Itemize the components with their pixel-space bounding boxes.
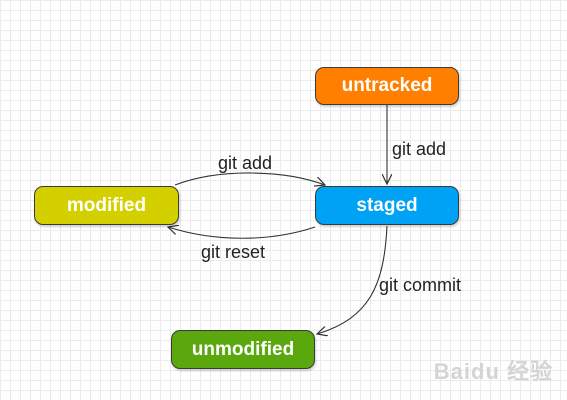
node-staged[interactable]: staged bbox=[315, 186, 459, 225]
edge-label-git-commit: git commit bbox=[379, 275, 462, 295]
watermark-logo: Baidu 经验 bbox=[433, 359, 553, 384]
edge-label-git-add-untracked: git add bbox=[392, 139, 447, 159]
edge-staged-to-unmodified bbox=[317, 225, 388, 334]
node-modified[interactable]: modified bbox=[34, 186, 179, 225]
edge-modified-to-staged bbox=[174, 172, 325, 185]
edge-label-git-reset: git reset bbox=[201, 242, 266, 262]
node-untracked[interactable]: untracked bbox=[315, 67, 459, 105]
node-unmodified[interactable]: unmodified bbox=[171, 330, 315, 369]
edge-staged-to-modified bbox=[168, 227, 316, 239]
edge-label-git-add-modified: git add bbox=[218, 153, 273, 173]
